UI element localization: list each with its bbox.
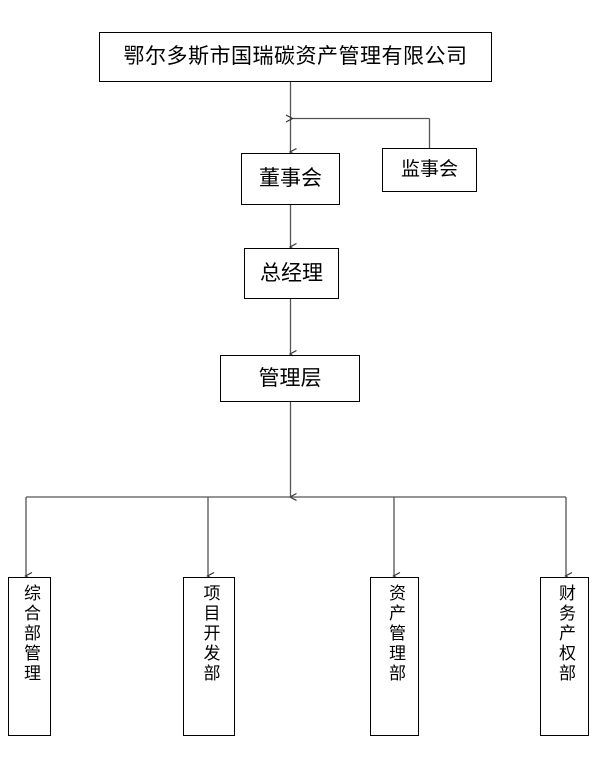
node-board-of-directors[interactable]: 董事会 <box>241 153 340 205</box>
node-board-of-supervisors-label: 监事会 <box>400 158 458 181</box>
node-board-of-directors-label: 董事会 <box>259 166 322 191</box>
node-department-project-development-label: 项目开发部 <box>199 584 220 684</box>
node-department-general-affairs[interactable]: 综合部管理 <box>8 577 51 736</box>
node-department-project-development[interactable]: 项目开发部 <box>183 577 235 736</box>
node-management-layer-label: 管理层 <box>258 365 322 390</box>
node-department-asset-management-label: 资产管理部 <box>385 584 405 684</box>
node-department-general-affairs-label: 综合部管理 <box>20 584 40 684</box>
node-department-asset-management[interactable]: 资产管理部 <box>370 577 419 736</box>
node-management-layer[interactable]: 管理层 <box>220 355 360 402</box>
node-board-of-supervisors[interactable]: 监事会 <box>382 148 477 192</box>
node-company-root-label: 鄂尔多斯市国瑞碳资产管理有限公司 <box>123 44 468 69</box>
node-department-finance-property-rights[interactable]: 财务产权部 <box>540 577 589 736</box>
node-company-root[interactable]: 鄂尔多斯市国瑞碳资产管理有限公司 <box>99 32 492 82</box>
node-general-manager-label: 总经理 <box>260 260 323 285</box>
node-department-finance-property-rights-label: 财务产权部 <box>555 584 575 684</box>
node-general-manager[interactable]: 总经理 <box>244 248 339 299</box>
